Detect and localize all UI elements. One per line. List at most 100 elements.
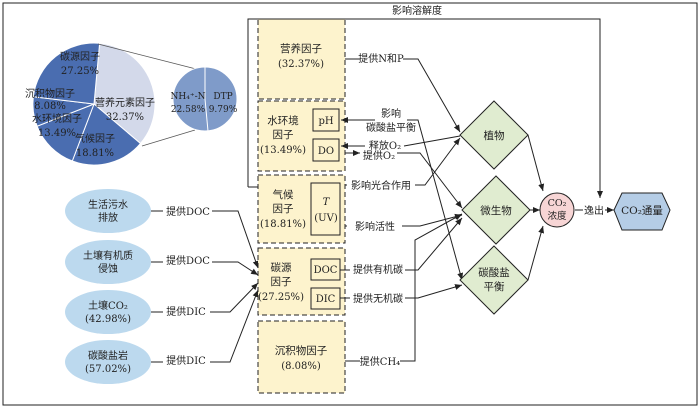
- process-label-2: 平衡: [484, 281, 505, 293]
- sub-label-do: DO: [318, 146, 334, 157]
- pie-slice-nutrient: [93, 42, 156, 145]
- box-title: 营养因子: [280, 42, 322, 55]
- process-plant: 植物: [459, 100, 529, 170]
- process-label-1: 碳酸盐: [478, 266, 510, 279]
- box-title2: 因子: [273, 129, 294, 141]
- pie-label-nutrient-pct: 32.37%: [106, 112, 144, 123]
- sub-label-uv: (UV): [314, 213, 338, 224]
- factor-box-sediment: 沉积物因子 (8.08%): [257, 320, 346, 394]
- label-activity: 影响活性: [355, 220, 395, 233]
- label-provide-o2: 提供O₂: [363, 149, 395, 162]
- box-title2: 因子: [271, 276, 292, 288]
- box-title: 气候: [273, 188, 294, 201]
- sub-label-ph: pH: [318, 116, 333, 127]
- pie-label-nutrient-name: 营养元素因子: [95, 96, 155, 109]
- label-affect: 影响: [381, 107, 401, 120]
- source-line2: (57.02%): [85, 364, 131, 375]
- pie-label-sediment-name: 沉积物因子: [25, 87, 75, 100]
- box-title: 沉积物因子: [275, 344, 328, 357]
- diamond: [461, 175, 531, 245]
- co2-flux-node: CO₂通量: [613, 192, 671, 231]
- source-line1: 生活污水: [88, 198, 128, 211]
- sub-label-doc: DOC: [314, 265, 338, 276]
- sub-label-t: T: [323, 197, 331, 208]
- label-release-o2: 释放O₂: [369, 139, 401, 152]
- source-connectors: [151, 210, 259, 363]
- box-title: 水环境: [267, 114, 299, 127]
- sub-box-temperature: [310, 182, 341, 236]
- source-edge-label: 提供DIC: [166, 354, 206, 367]
- box-frame: [257, 320, 346, 394]
- pie-label-climate-name: 气候因子: [75, 132, 115, 145]
- factor-pie-chart: 碳源因子 27.25% 营养元素因子 32.37% 沉积物因子 8.08% 水环…: [25, 42, 156, 166]
- source-ellipse: [65, 340, 151, 384]
- box-frame: [257, 18, 346, 100]
- small-pie-nh4-name: NH₄⁺-N: [171, 92, 206, 102]
- source-item-soil-co2: 土壤CO₂ (42.98%) 提供DIC: [65, 290, 206, 334]
- flow-lines: [247, 18, 614, 362]
- source-ellipse: [65, 290, 151, 334]
- box-pct: (13.49%): [260, 145, 306, 156]
- co2-label: CO₂: [548, 198, 567, 209]
- conc-label: 浓度: [547, 210, 567, 222]
- nutrient-pie-chart: NH₄⁺-N 22.58% DTP 9.79%: [171, 66, 238, 132]
- sub-box-do: [312, 138, 340, 162]
- process-label: 植物: [484, 129, 505, 142]
- label-carbonate-balance: 碳酸盐平衡: [366, 121, 416, 134]
- pie-label-sediment-pct: 8.08%: [34, 101, 66, 112]
- label-inorganic-carbon: 提供无机碳: [353, 292, 403, 305]
- pie-slice-carbon-source: [32, 42, 101, 105]
- source-line1: 土壤有机质: [83, 249, 133, 262]
- sub-box-ph: [312, 108, 340, 132]
- pie-connector-top: [97, 43, 201, 71]
- circle: [539, 192, 575, 228]
- source-line2: 排放: [98, 211, 118, 224]
- diamond: [459, 100, 529, 170]
- source-edge-label: 提供DOC: [166, 205, 210, 218]
- label-solubility: 影响溶解度: [392, 4, 442, 17]
- small-pie-dtp-pct: 9.79%: [209, 105, 238, 115]
- pie-label-climate-pct: 18.81%: [76, 148, 114, 159]
- flux-label: CO₂通量: [621, 205, 663, 217]
- process-label: 微生物: [480, 204, 512, 217]
- pie-label-carbon-pct: 27.25%: [61, 66, 99, 77]
- small-pie-divider-bottom: [204, 98, 209, 132]
- pie-slice-climate: [71, 103, 142, 166]
- box-title2: 因子: [273, 203, 294, 215]
- process-microbe: 微生物: [461, 175, 531, 245]
- edge-labels: 影响溶解度 提供N和P 影响 碳酸盐平衡 释放O₂ 提供O₂ 影响光合作用 影响…: [351, 4, 604, 368]
- pie-connector-bottom: [141, 129, 196, 147]
- pie-label-carbon-name: 碳源因子: [60, 50, 100, 63]
- source-line2: (42.98%): [85, 314, 131, 325]
- box-pct: (27.25%): [258, 292, 304, 303]
- label-photosynthesis: 影响光合作用: [351, 179, 411, 192]
- source-ellipse: [65, 189, 151, 233]
- box-pct: (32.37%): [278, 59, 324, 70]
- source-item-sewage: 生活污水 排放 提供DOC: [65, 189, 210, 233]
- box-title: 碳源: [271, 261, 292, 274]
- factor-box-water: 水环境 因子 (13.49%) pH DO: [257, 100, 346, 172]
- sub-label-dic: DIC: [316, 294, 336, 305]
- source-line2: 侵蚀: [98, 262, 118, 275]
- small-pie-nh4-pct: 22.58%: [171, 105, 206, 115]
- source-list: 生活污水 排放 提供DOC 土壤有机质 侵蚀 提供DOC 土壤CO₂ (42.9…: [65, 189, 210, 384]
- factor-box-carbon: 碳源 因子 (27.25%) DOC DIC: [257, 247, 346, 316]
- pie-label-water-pct: 13.49%: [38, 128, 76, 139]
- source-item-soil-organic: 土壤有机质 侵蚀 提供DOC: [65, 240, 210, 284]
- source-line1: 土壤CO₂: [88, 299, 128, 312]
- source-item-carbonate-rock: 碳酸盐岩 (57.02%) 提供DIC: [65, 340, 206, 384]
- box-pct: (18.81%): [260, 219, 306, 230]
- diamond: [459, 245, 529, 315]
- pie-label-water-name: 水环境因子: [32, 112, 82, 125]
- box-pct: (8.08%): [281, 361, 321, 372]
- factor-box-climate: 气候 因子 (18.81%) T (UV): [257, 174, 346, 244]
- process-carbonate-balance: 碳酸盐 平衡: [459, 245, 529, 315]
- source-ellipse: [65, 240, 151, 284]
- co2-concentration-node: CO₂ 浓度: [539, 192, 575, 228]
- label-provide-np: 提供N和P: [358, 52, 404, 65]
- source-line1: 碳酸盐岩: [88, 349, 128, 362]
- source-edge-label: 提供DOC: [166, 254, 210, 267]
